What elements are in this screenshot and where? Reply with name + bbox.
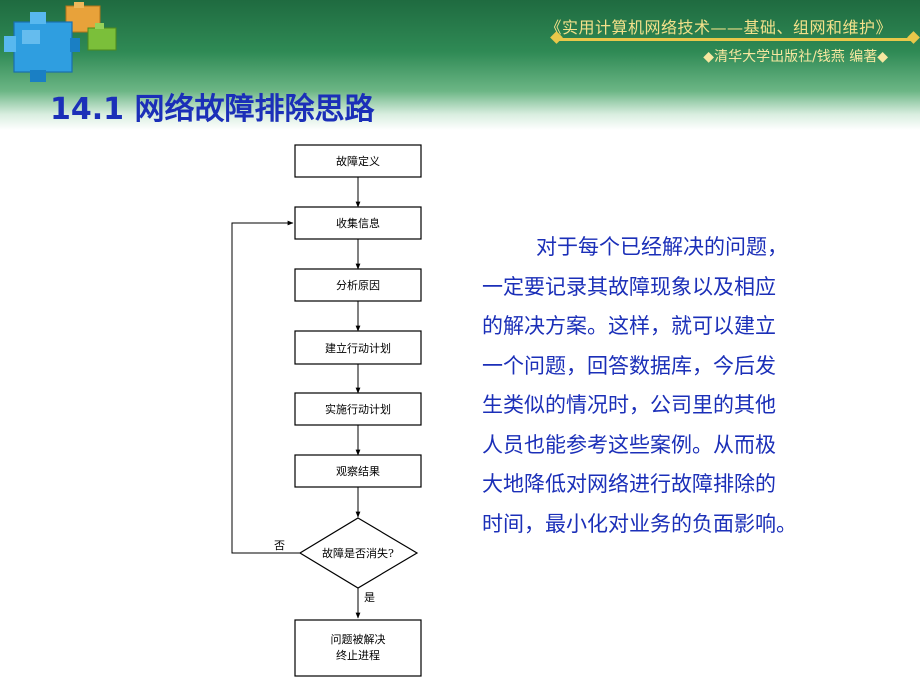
no-branch-label: 否 xyxy=(274,539,285,552)
step-box: 分析原因 xyxy=(294,268,422,302)
puzzle-cubes-logo xyxy=(4,2,117,82)
step-box: 建立行动计划 xyxy=(294,330,422,365)
step-box: 收集信息 xyxy=(294,206,422,240)
paragraph-line: 人员也能参考这些案例。从而极 xyxy=(482,432,776,457)
paragraph-line: 对于每个已经解决的问题， xyxy=(536,235,788,259)
decision-label: 故障是否消失? xyxy=(322,546,394,560)
publisher-line: ◆清华大学出版社/钱燕 编著◆ xyxy=(703,49,888,65)
paragraph-line: 一定要记录其故障现象以及相应 xyxy=(482,274,776,299)
step-label: 观察结果 xyxy=(336,464,380,478)
step-box: 故障定义 xyxy=(294,144,422,178)
paragraph-line: 的解决方案。这样，就可以建立 xyxy=(482,314,776,338)
end-label-line1: 问题被解决 xyxy=(331,632,386,646)
page-title: 14.1 网络故障排除思路 xyxy=(50,92,375,127)
green-cube xyxy=(87,23,117,51)
paragraph-line: 时间，最小化对业务的负面影响。 xyxy=(482,511,797,536)
flow-connectors xyxy=(231,177,361,619)
decision-diamond: 故障是否消失? xyxy=(298,517,419,589)
paragraph-line: 大地降低对网络进行故障排除的 xyxy=(482,472,776,496)
slide-header: 《实用计算机网络技术——基础、组网和维护》 ◆清华大学出版社/钱燕 编著◆ xyxy=(0,0,920,130)
step-label: 故障定义 xyxy=(336,154,380,168)
yes-branch-label: 是 xyxy=(364,591,375,604)
step-label: 实施行动计划 xyxy=(325,402,391,416)
blue-cube xyxy=(4,12,80,82)
header-rule xyxy=(550,31,920,44)
book-title: 《实用计算机网络技术——基础、组网和维护》 xyxy=(545,18,892,37)
explanation-paragraph: 对于每个已经解决的问题， 一定要记录其故障现象以及相应 的解决方案。这样，就可以… xyxy=(482,228,882,544)
end-label-line2: 终止进程 xyxy=(336,648,380,662)
step-box: 观察结果 xyxy=(294,454,422,488)
step-label: 分析原因 xyxy=(336,278,380,292)
step-label: 建立行动计划 xyxy=(325,341,391,355)
step-box: 实施行动计划 xyxy=(294,392,422,426)
paragraph-line: 一个问题，回答数据库，今后发 xyxy=(482,353,776,378)
end-box: 问题被解决 终止进程 xyxy=(294,619,422,677)
loop-back-arrow xyxy=(231,220,300,554)
paragraph-line: 生类似的情况时，公司里的其他 xyxy=(482,393,776,417)
step-label: 收集信息 xyxy=(336,216,380,230)
